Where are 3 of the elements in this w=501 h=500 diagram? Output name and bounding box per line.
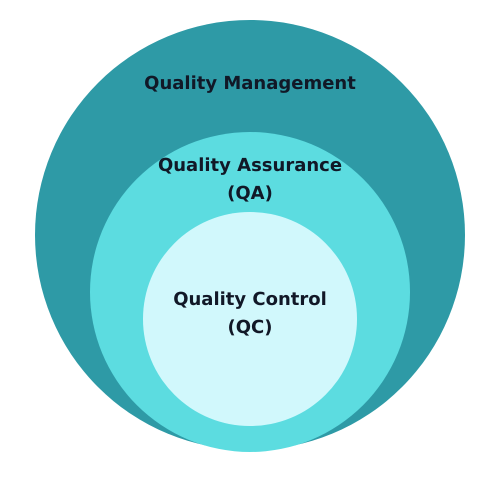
circle-label: Quality Management — [143, 72, 357, 96]
circle-label: Quality Assurance (QA) — [156, 154, 344, 206]
circle-label: Quality Control (QC) — [172, 288, 328, 340]
